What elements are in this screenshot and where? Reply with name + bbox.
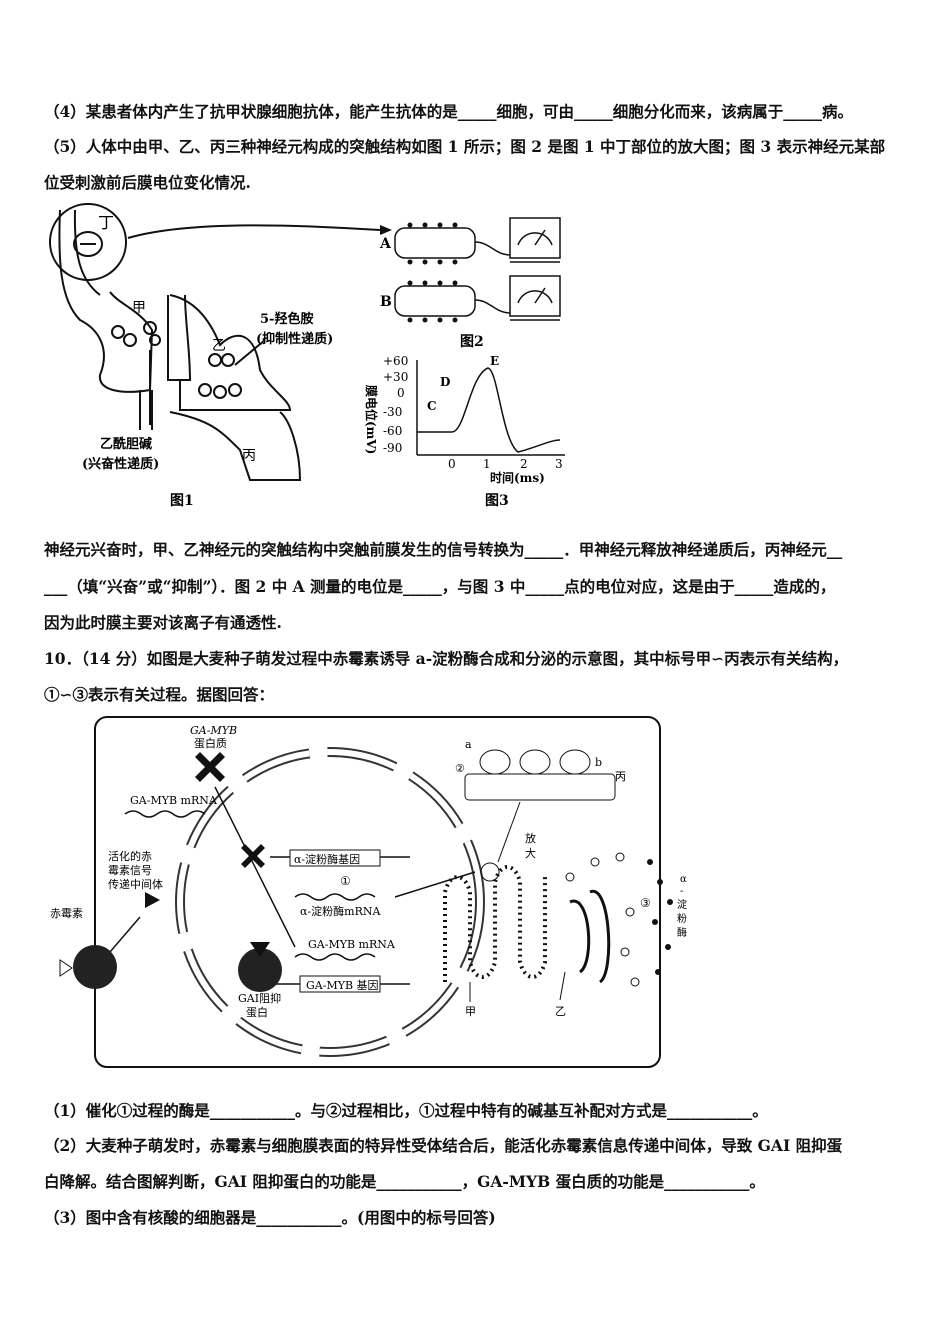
fig1-ach-note: (兴奋性递质): [82, 456, 159, 472]
diag-gai2: 蛋白: [246, 1005, 268, 1019]
fig3-point-c: C: [427, 399, 437, 413]
fig2-label-b: B: [380, 294, 392, 310]
q10-sub1: （1）催化①过程的酶是___________。与②过程相比，①过程中特有的碱基互…: [44, 1101, 768, 1120]
diag-activated3: 传递中间体: [108, 877, 163, 891]
q5-line2: 位受刺激前后膜电位变化情况.: [44, 173, 251, 192]
diag-amylase-mrna: α-淀粉酶mRNA: [300, 904, 381, 918]
diag-circle3: ③: [640, 896, 651, 910]
diag-label-a: a: [465, 738, 472, 751]
fig1-label-ding: 丁: [98, 213, 114, 232]
q10-sub2b: 白降解。结合图解判断，GAI 阻抑蛋白的功能是___________，GA-MY…: [44, 1172, 765, 1191]
q10-sub2a: （2）大麦种子萌发时，赤霉素与细胞膜表面的特异性受体结合后，能活化赤霉素信息传递…: [44, 1136, 843, 1155]
fig3-xtick-2: 1: [483, 457, 491, 471]
q10-sub3: （3）图中含有核酸的细胞器是___________。(用图中的标号回答): [44, 1208, 496, 1227]
diag-amylase-side5: 酶: [677, 926, 687, 939]
fig2-caption: 图2: [460, 334, 484, 350]
q5-after2: ___（填“兴奋”或“抑制”）．图 2 中 A 测量的电位是_____，与图 3…: [44, 577, 836, 596]
fig1-caption: 图1: [170, 493, 194, 509]
q5-after3: 因为此时膜主要对该离子有通透性.: [44, 613, 282, 632]
diag-gamyb-mrna-left: GA-MYB mRNA: [130, 794, 218, 807]
fig1-ach: 乙酰胆碱: [100, 436, 152, 452]
fig3-xtick-3: 2: [520, 457, 528, 471]
diag-amylase-side2: -: [680, 886, 683, 897]
fig3-ylabel: 膜电位(mV): [364, 385, 379, 454]
diag-fangda1: 放: [525, 831, 536, 845]
neuron-figure: 丁 甲 乙 丙 5-羟色胺 (抑制性递质) 乙酰胆碱 (兴奋性递质) 图1 A …: [49, 203, 565, 509]
q10-line2: ①∽③表示有关过程。据图回答：: [44, 685, 274, 704]
q10-line1: 10．（14 分）如图是大麦种子萌发过程中赤霉素诱导 a-淀粉酶合成和分泌的示意…: [44, 649, 849, 668]
fig1-serotonin: 5-羟色胺: [260, 311, 313, 327]
diag-activated1: 活化的赤: [108, 849, 152, 863]
diag-amylase-gene: α-淀粉酶基因: [294, 852, 360, 866]
diag-gamyb-protein2: 蛋白质: [194, 736, 227, 750]
diag-fangda2: 大: [525, 846, 536, 860]
fig2-label-a: A: [379, 236, 392, 252]
diag-gamyb-gene: GA-MYB 基因: [306, 979, 379, 992]
fig3-ytick-4: -30: [383, 405, 402, 419]
diag-label-jia: 甲: [465, 1005, 476, 1018]
fig3-ytick-2: +30: [383, 370, 408, 384]
fig3-ytick-5: -60: [383, 424, 402, 438]
q5-line1: （5）人体中由甲、乙、丙三种神经元构成的突触结构如图 1 所示；图 2 是图 1…: [44, 137, 886, 156]
diag-gai1: GAI阻抑: [238, 991, 281, 1005]
fig1-label-yi: 乙: [212, 338, 226, 354]
diag-label-b: b: [595, 756, 602, 769]
diag-label-yi: 乙: [555, 1005, 566, 1018]
fig3-ytick-1: +60: [383, 354, 408, 368]
diag-circle1: ①: [340, 874, 351, 888]
fig1-label-bing: 丙: [242, 448, 256, 464]
fig1-label-jia: 甲: [132, 300, 146, 316]
fig3-xlabel: 时间(ms): [490, 470, 545, 485]
diag-amylase-side1: α: [680, 874, 687, 885]
diag-amylase-side3: 淀: [677, 898, 687, 911]
diag-label-bing: 丙: [615, 770, 626, 783]
fig3-ytick-3: 0: [397, 386, 405, 400]
fig3-xtick-1: 0: [448, 457, 456, 471]
diag-circle2: ②: [455, 762, 465, 775]
fig3-caption: 图3: [485, 493, 509, 509]
diag-gibberellin: 赤霉素: [50, 907, 83, 920]
diag-activated2: 霉素信号: [108, 864, 152, 877]
fig3-ytick-6: -90: [383, 441, 402, 455]
fig3-xtick-4: 3: [555, 457, 563, 471]
fig3-point-d: D: [440, 375, 450, 389]
fig1-serotonin-note: (抑制性递质): [256, 331, 333, 347]
fig3-point-e: E: [490, 354, 499, 368]
q5-after1: 神经元兴奋时，甲、乙神经元的突触结构中突触前膜发生的信号转换为_____．甲神经…: [44, 540, 843, 559]
diag-amylase-side4: 粉: [677, 912, 687, 925]
diag-gamyb-mrna: GA-MYB mRNA: [308, 938, 396, 951]
barley-cell-diagram: GA-MYB 蛋白质 GA-MYB mRNA α-淀粉酶基因 ① α-淀粉酶mR…: [50, 716, 687, 1068]
q4-text: （4）某患者体内产生了抗甲状腺细胞抗体，能产生抗体的是_____细胞，可由___…: [44, 102, 854, 121]
diag-gamyb-protein: GA-MYB: [190, 724, 237, 737]
